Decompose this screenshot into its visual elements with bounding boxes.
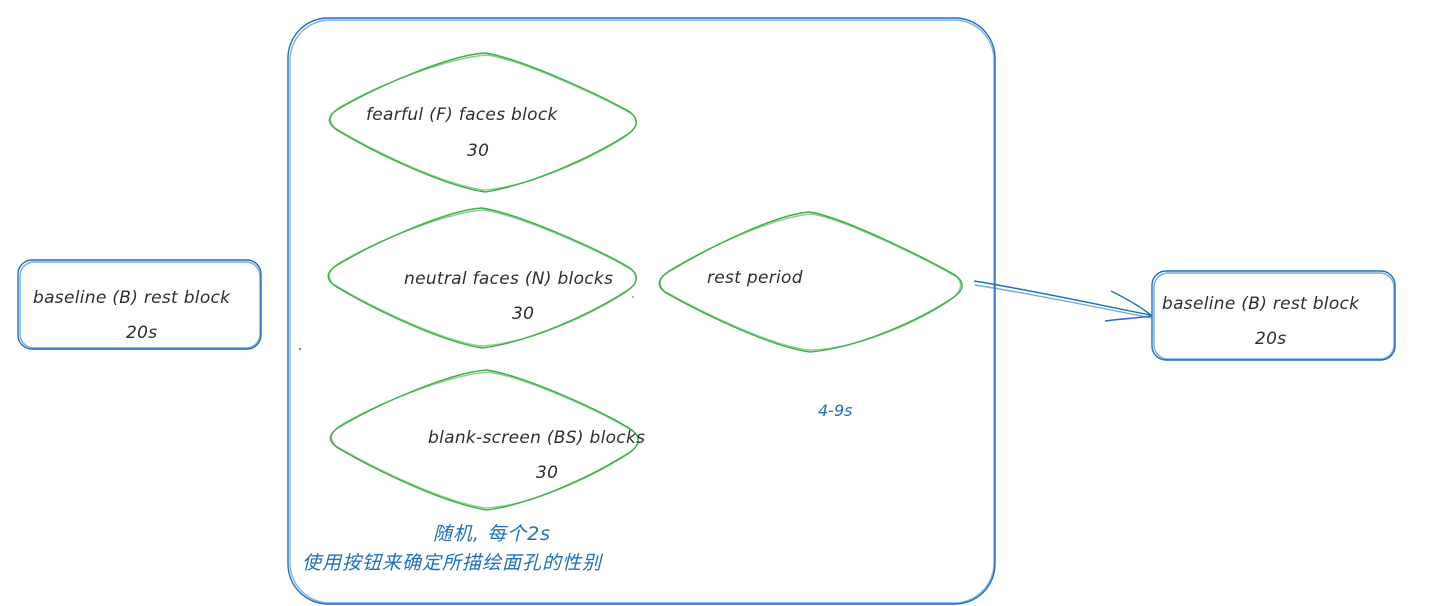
blank-block-title: blank-screen (BS) blocks xyxy=(428,428,645,448)
fearful-block-title: fearful (F) faces block xyxy=(366,105,559,125)
neutral-block-count: 30 xyxy=(512,304,534,324)
blank-block-node: blank-screen (BS) blocks 30 xyxy=(329,369,645,511)
stray-dot xyxy=(632,296,634,298)
fearful-block-count: 30 xyxy=(467,141,489,161)
baseline-left-title: baseline (B) rest block xyxy=(33,288,231,308)
fearful-block-node: fearful (F) faces block 30 xyxy=(328,52,637,193)
baseline-left-duration: 20s xyxy=(126,323,157,343)
rest-period-label: rest period xyxy=(707,268,803,288)
note-random: 随机, 每个2s xyxy=(433,523,551,545)
baseline-left-node: baseline (B) rest block 20s xyxy=(17,259,262,350)
flow-arrow xyxy=(973,280,1153,322)
stray-dot xyxy=(299,348,301,350)
neutral-block-node: neutral faces (N) blocks 30 xyxy=(327,207,637,349)
trial-container xyxy=(287,17,996,605)
rest-period-duration: 4-9s xyxy=(818,401,852,420)
baseline-right-title: baseline (B) rest block xyxy=(1162,294,1360,314)
rest-period-node: rest period xyxy=(658,211,963,353)
baseline-right-node: baseline (B) rest block 20s xyxy=(1151,270,1396,361)
note-instruction: 使用按钮来确定所描绘面孔的性别 xyxy=(302,552,604,574)
blank-block-count: 30 xyxy=(536,463,558,483)
neutral-block-title: neutral faces (N) blocks xyxy=(404,269,613,289)
baseline-right-duration: 20s xyxy=(1255,329,1286,349)
